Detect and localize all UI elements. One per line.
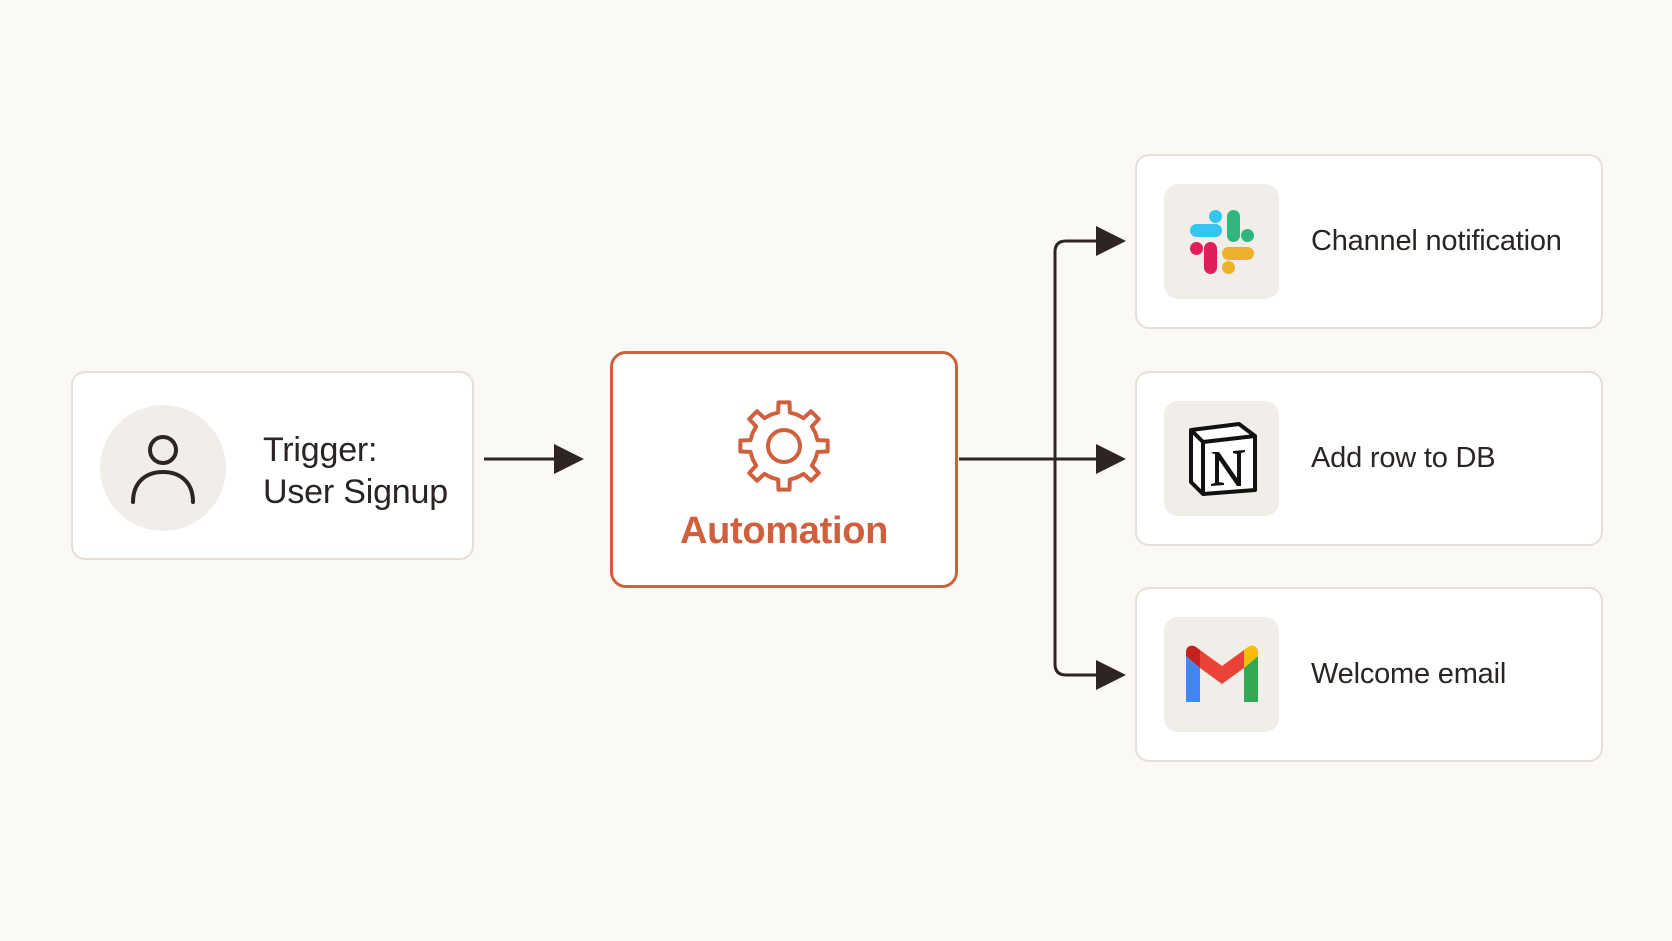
action-label: Channel notification (1311, 225, 1562, 257)
notion-icon-tile (1164, 401, 1279, 516)
action-card-notion[interactable]: Add row to DB (1135, 371, 1603, 546)
avatar (100, 405, 226, 531)
trigger-event: User Signup (263, 473, 448, 511)
branch-to-slack-arrow (1053, 226, 1126, 459)
gear-icon (738, 400, 830, 492)
gear-outline (738, 400, 830, 492)
automation-label: Automation (679, 510, 889, 552)
action-card-gmail[interactable]: Welcome email (1135, 587, 1603, 762)
gmail-icon-tile (1164, 617, 1279, 732)
action-label: Welcome email (1311, 658, 1507, 690)
slack-icon (1189, 209, 1254, 274)
trigger-card[interactable]: Trigger: User Signup (71, 371, 474, 560)
slack-icon-tile (1164, 184, 1279, 299)
trigger-label: Trigger: User Signup (263, 429, 448, 513)
action-label: Add row to DB (1311, 442, 1496, 474)
automation-card[interactable]: Automation (610, 351, 958, 588)
notion-icon (1188, 421, 1257, 496)
trigger-title: Trigger: (263, 431, 378, 469)
action-card-slack[interactable]: Channel notification (1135, 154, 1603, 329)
gmail-icon (1185, 645, 1258, 702)
user-icon (131, 435, 195, 504)
branch-to-gmail-arrow (1053, 459, 1126, 690)
